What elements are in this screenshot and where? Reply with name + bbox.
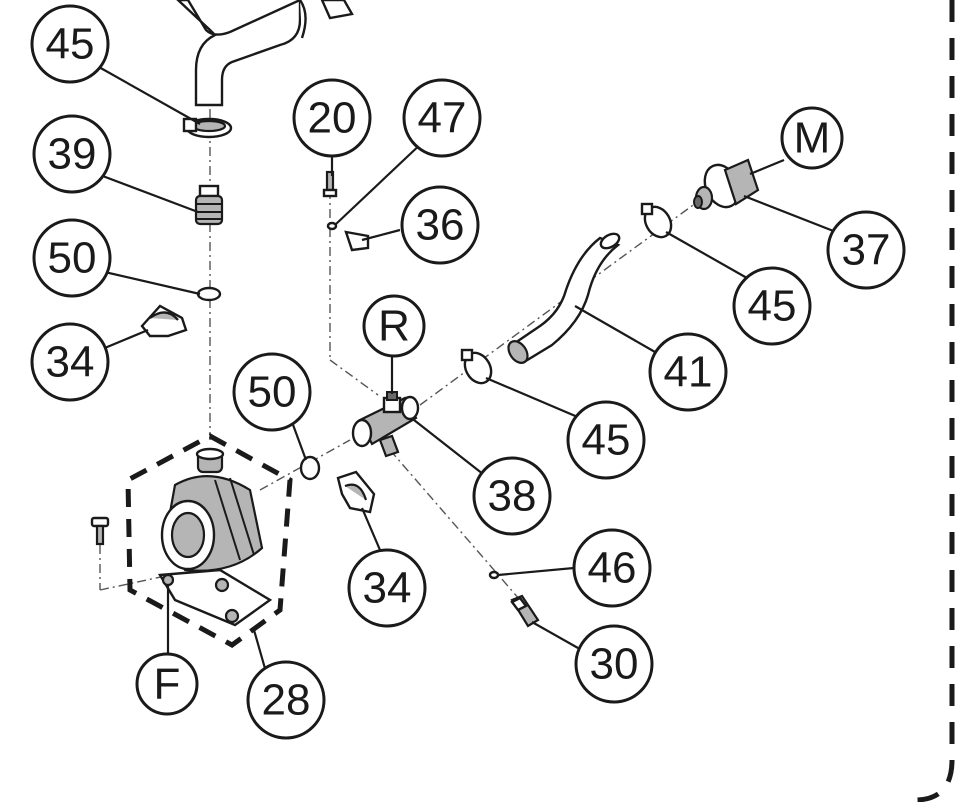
t-fitting bbox=[351, 391, 420, 458]
callout-45-top: 45 bbox=[30, 4, 110, 84]
callout-label: 36 bbox=[416, 201, 465, 250]
callout-label: 20 bbox=[308, 94, 357, 143]
callout-45-middle: 45 bbox=[566, 400, 646, 480]
clip-left bbox=[140, 304, 188, 338]
callout-34-left: 34 bbox=[30, 322, 110, 402]
callout-label: 41 bbox=[664, 348, 713, 397]
callout-label: 50 bbox=[248, 368, 297, 417]
small-o-ring bbox=[326, 221, 338, 231]
callout-50-middle: 50 bbox=[232, 352, 312, 432]
o-ring-middle bbox=[299, 455, 321, 481]
callout-label: 28 bbox=[262, 676, 311, 725]
leader-lines bbox=[89, 61, 837, 673]
callout-label: 45 bbox=[748, 282, 797, 331]
callout-36: 36 bbox=[400, 185, 480, 265]
callout-label: F bbox=[154, 660, 181, 709]
callout-M: M bbox=[780, 106, 844, 170]
callout-label: 39 bbox=[48, 130, 97, 179]
callout-F: F bbox=[135, 652, 199, 716]
callout-28: 28 bbox=[246, 660, 326, 740]
callout-41: 41 bbox=[648, 332, 728, 412]
callout-37: 37 bbox=[826, 210, 906, 290]
sensor-clip bbox=[344, 230, 370, 252]
callout-R: R bbox=[362, 294, 426, 358]
callout-label: 37 bbox=[842, 226, 891, 275]
callout-label: 50 bbox=[48, 234, 97, 283]
callout-label: 47 bbox=[418, 94, 467, 143]
callout-label: M bbox=[794, 114, 831, 163]
valve-connector bbox=[693, 158, 760, 211]
callout-20: 20 bbox=[292, 78, 372, 158]
callout-label: 46 bbox=[588, 544, 637, 593]
hose-clamp-middle bbox=[460, 348, 493, 385]
lower-sensor bbox=[510, 594, 540, 628]
top-hose bbox=[176, 0, 354, 107]
threaded-nipple bbox=[194, 184, 224, 226]
callout-label: 34 bbox=[363, 564, 412, 613]
small-o-ring-lower bbox=[488, 570, 500, 580]
callout-label: 34 bbox=[46, 338, 95, 387]
pump-body bbox=[125, 433, 293, 648]
callout-label: 38 bbox=[488, 472, 537, 521]
callout-45-right: 45 bbox=[732, 266, 812, 346]
hose-clamp-top bbox=[182, 117, 233, 139]
hose-clamp-right bbox=[640, 202, 673, 239]
callout-30: 30 bbox=[574, 624, 654, 704]
clip-middle bbox=[336, 470, 376, 514]
callout-50-top: 50 bbox=[32, 218, 112, 298]
callout-39: 39 bbox=[32, 114, 112, 194]
screw-left bbox=[90, 516, 110, 546]
sensor-probe bbox=[322, 170, 338, 198]
callout-label: 45 bbox=[46, 20, 95, 69]
callout-34-middle: 34 bbox=[347, 548, 427, 628]
o-ring-top bbox=[196, 286, 222, 302]
callout-47: 47 bbox=[402, 78, 482, 158]
callout-label: 45 bbox=[582, 416, 631, 465]
curved-hose bbox=[507, 232, 621, 364]
assembly-boundary-dash bbox=[914, 0, 955, 802]
callout-label: 30 bbox=[590, 640, 639, 689]
callout-46: 46 bbox=[572, 528, 652, 608]
callout-38: 38 bbox=[472, 456, 552, 536]
callout-label: R bbox=[378, 302, 410, 351]
